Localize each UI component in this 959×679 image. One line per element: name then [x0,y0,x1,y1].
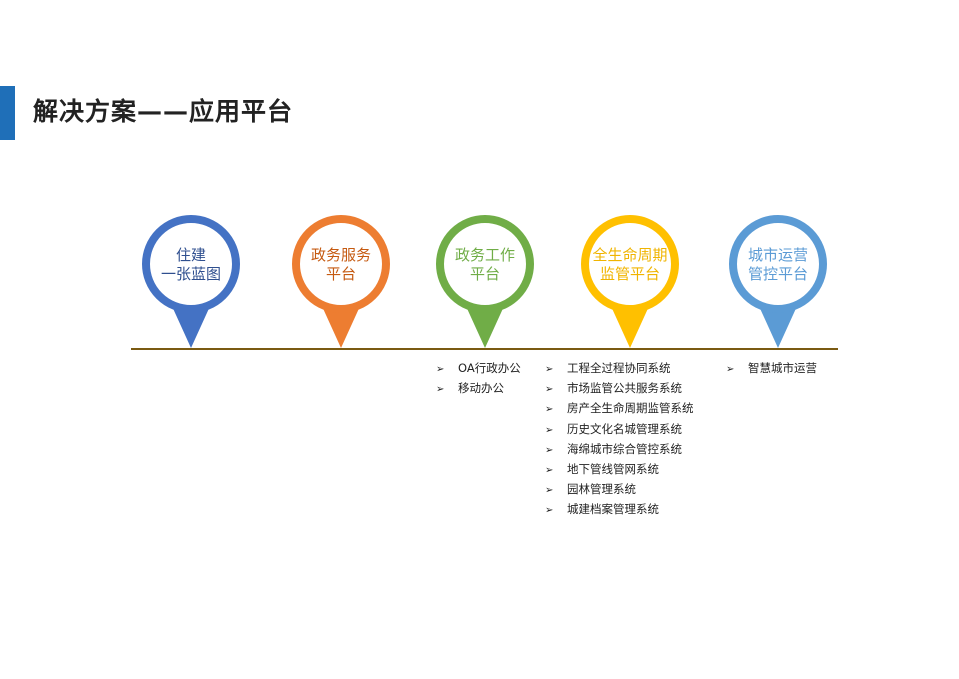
title-accent-bar [0,86,15,140]
list-quan-shengming: ➢ 工程全过程协同系统 ➢ 市场监管公共服务系统 ➢ 房产全生命周期监管系统 ➢ 历史文… [545,358,694,520]
pin-label-line-2: 监管平台 [599,265,660,283]
map-pin-icon [729,215,827,348]
list-zhengwu-gongzuo: ➢ OA行政办公 ➢ 移动办公 [436,358,521,398]
map-pin-icon [292,215,390,348]
pin-label-line-1: 政务工作 [454,246,515,264]
list-chengshi-yunying: ➢ 智慧城市运营 [726,358,817,378]
pin-label-line-2: 平台 [469,265,500,283]
pin-label-line-1: 政务服务 [310,246,371,264]
page-title: 解决方案——应用平台 [33,97,294,126]
map-pin-icon [436,215,534,348]
list-item-label: 工程全过程协同系统 [567,361,671,375]
list-item-label: 园林管理系统 [567,482,636,497]
arrow-bullet-icon: ➢ [545,505,554,517]
pin-chengshi-yunying: 城市运营 管控平台 [728,214,828,350]
arrow-bullet-icon: ➢ [545,384,554,396]
pin-label-line-2: 平台 [325,265,356,283]
list-item-label: 地下管线管网系统 [567,461,659,476]
list-item: ➢ 海绵城市综合管控系统 [545,439,694,459]
list-item: ➢ 城建档案管理系统 [545,499,694,519]
pin-label-line-2: 管控平台 [747,265,808,283]
arrow-bullet-icon: ➢ [726,364,735,375]
pin-label: 全生命周期 监管平台 [580,246,680,284]
arrow-bullet-icon: ➢ [545,424,554,436]
timeline-line [131,348,838,350]
list-item-label: 海绵城市综合管控系统 [567,441,682,456]
list-item: ➢ OA行政办公 [436,358,521,378]
pin-zhujian: 住建 一张蓝图 [141,214,241,350]
list-item: ➢ 移动办公 [436,378,521,398]
pin-label: 政务工作 平台 [435,246,535,284]
arrow-bullet-icon: ➢ [545,444,554,456]
list-item-label: 历史文化名城管理系统 [567,421,682,436]
list-item-label: 移动办公 [458,381,504,396]
list-item: ➢ 市场监管公共服务系统 [545,378,694,398]
list-item: ➢ 历史文化名城管理系统 [545,419,694,439]
arrow-bullet-icon: ➢ [436,364,445,375]
list-item-label: 智慧城市运营 [748,361,817,375]
list-item-label: 房产全生命周期监管系统 [567,401,694,416]
pin-quan-shengming: 全生命周期 监管平台 [580,214,680,350]
list-item: ➢ 地下管线管网系统 [545,459,694,479]
pin-label: 住建 一张蓝图 [141,246,241,284]
list-item-label: 城建档案管理系统 [567,502,659,517]
arrow-bullet-icon: ➢ [545,364,554,375]
pin-label: 城市运营 管控平台 [728,246,828,284]
pin-label-line-2: 一张蓝图 [160,265,221,283]
pin-label-line-1: 城市运营 [747,246,808,264]
list-item: ➢ 园林管理系统 [545,479,694,499]
map-pin-icon [142,215,240,348]
pin-zhengwu-fuwu: 政务服务 平台 [291,214,391,350]
list-item: ➢ 房产全生命周期监管系统 [545,398,694,418]
arrow-bullet-icon: ➢ [545,485,554,497]
list-item-label: 市场监管公共服务系统 [567,381,682,396]
list-item: ➢ 智慧城市运营 [726,358,817,378]
list-item-label: OA行政办公 [458,361,521,375]
arrow-bullet-icon: ➢ [545,464,554,476]
list-item: ➢ 工程全过程协同系统 [545,358,694,378]
pin-label: 政务服务 平台 [291,246,391,284]
map-pin-icon [581,215,679,348]
pin-label-line-1: 全生命周期 [592,246,668,264]
pin-zhengwu-gongzuo: 政务工作 平台 [435,214,535,350]
arrow-bullet-icon: ➢ [436,384,445,396]
pin-label-line-1: 住建 [175,246,206,264]
arrow-bullet-icon: ➢ [545,404,554,416]
